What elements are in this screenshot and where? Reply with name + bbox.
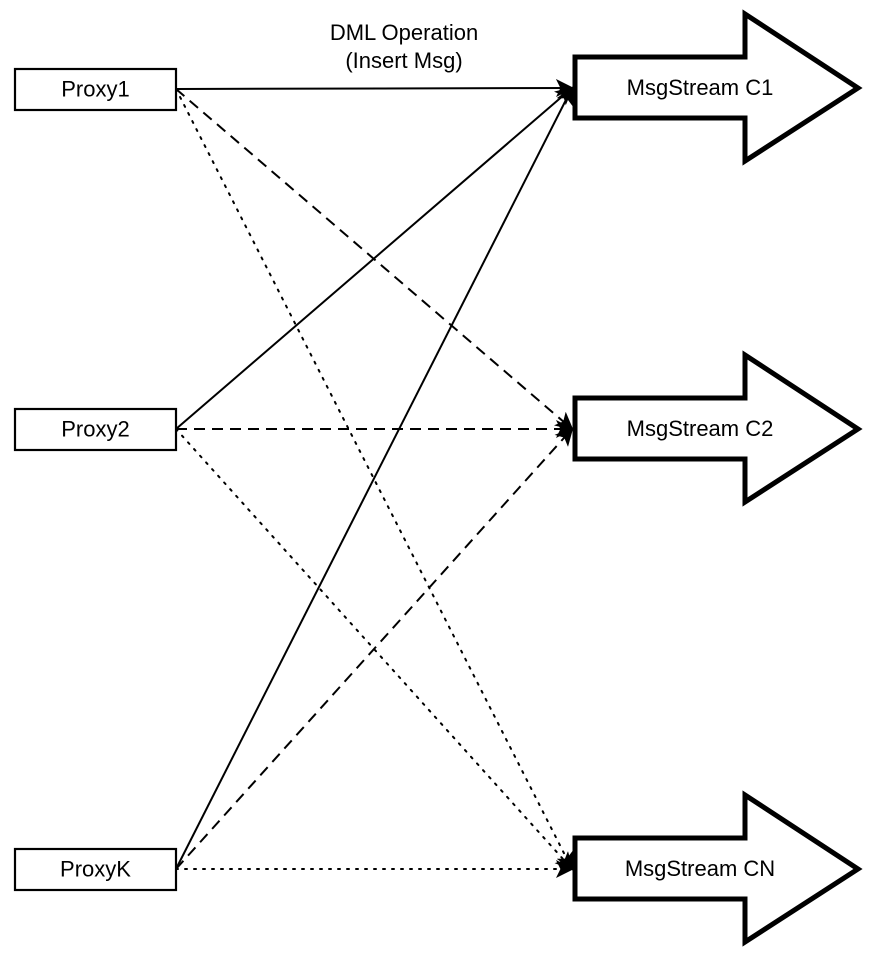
- edge-proxyK-c1: [175, 86, 573, 870]
- msgstream-arrow-outline: [572, 9, 863, 166]
- msgstream-node-cn[interactable]: MsgStream CN: [572, 790, 863, 947]
- msgstream-label: MsgStream C2: [627, 416, 774, 441]
- proxy-box-outline: [13, 407, 178, 452]
- edge-proxy2-cn: [175, 428, 574, 871]
- dml-operation-annotation: DML Operation (Insert Msg): [330, 20, 478, 73]
- annotation-line-secondary: (Insert Msg): [345, 48, 462, 73]
- msgstream-nodes-layer: MsgStream C1 MsgStream C2 MsgStream CN: [572, 9, 863, 947]
- proxy-node-proxy1[interactable]: Proxy1: [13, 67, 178, 112]
- msgstream-label: MsgStream CN: [625, 856, 775, 881]
- proxy-box-outline: [13, 847, 178, 892]
- edge-proxy1-cn: [175, 88, 573, 871]
- annotation-line-primary: DML Operation: [330, 20, 478, 45]
- proxy-label: ProxyK: [60, 856, 131, 881]
- proxy-label: Proxy2: [61, 416, 129, 441]
- edges-layer: [175, 79, 574, 878]
- msgstream-node-c1[interactable]: MsgStream C1: [572, 9, 863, 166]
- edge-proxy1-c1: [175, 79, 574, 98]
- edge-proxyK-c2: [175, 427, 574, 870]
- msgstream-arrow-outline: [572, 790, 863, 947]
- proxy-node-proxy2[interactable]: Proxy2: [13, 407, 178, 452]
- proxy-node-proxyk[interactable]: ProxyK: [13, 847, 178, 892]
- edge-proxy2-c1: [175, 86, 574, 430]
- msgstream-node-c2[interactable]: MsgStream C2: [572, 350, 863, 507]
- msgstream-arrow-outline: [572, 350, 863, 507]
- proxy-box-outline: [13, 67, 178, 112]
- msgstream-label: MsgStream C1: [627, 75, 774, 100]
- proxy-label: Proxy1: [61, 76, 129, 101]
